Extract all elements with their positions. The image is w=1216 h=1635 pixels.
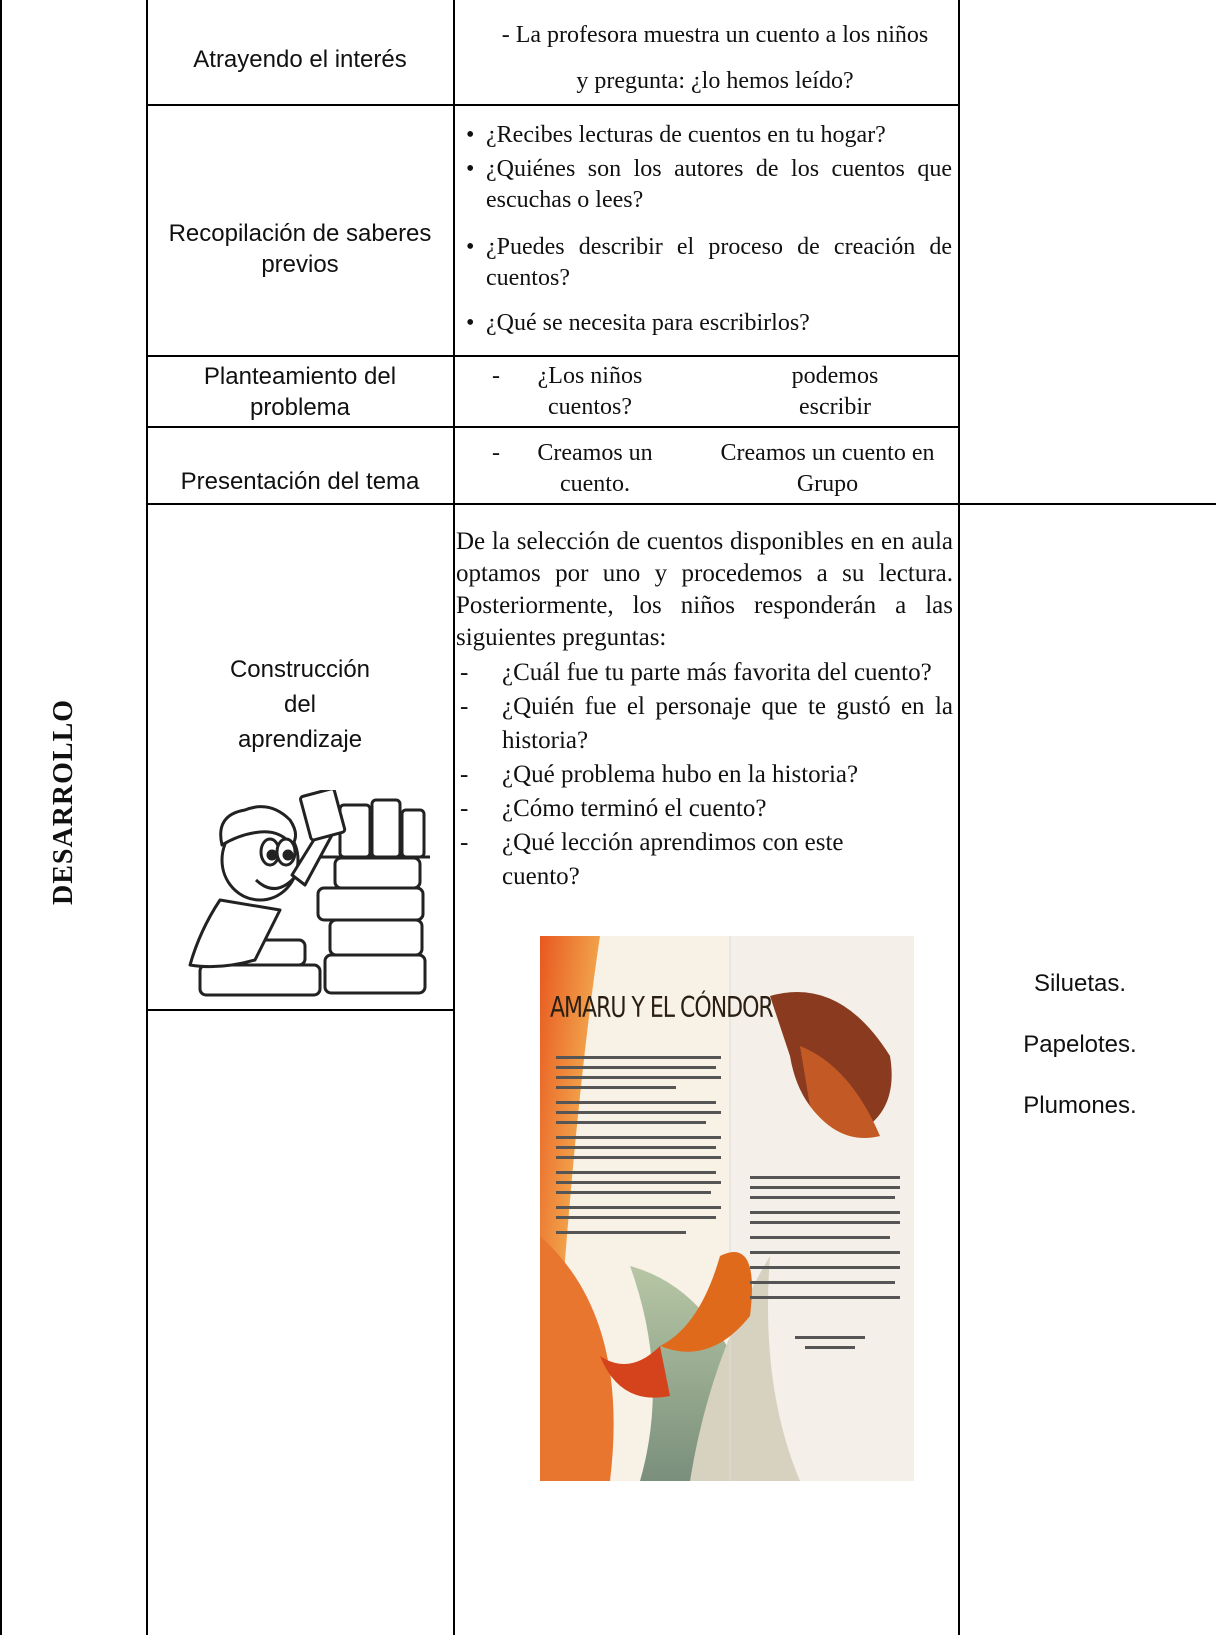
stage-label-line: del (283, 691, 317, 718)
dash-mark: - (492, 440, 500, 466)
list-item: ¿Recibes lecturas de cuentos en tu hogar… (466, 120, 952, 151)
list-item: ¿Puedes describir el proceso de creación… (466, 232, 952, 294)
list-item: ¿Quién fue el personaje que te gustó en … (458, 690, 953, 758)
material-item: Siluetas. (1033, 970, 1127, 997)
stage-label: Recopilación de saberes previos (168, 220, 432, 278)
row-divider (146, 355, 958, 357)
stage-label-line: Construcción (229, 656, 371, 683)
list-item: ¿Cómo terminó el cuento? (458, 792, 953, 826)
list-item: ¿Cuál fue tu parte más favorita del cuen… (458, 656, 953, 690)
list-item: ¿Qué se necesita para escribirlos? (466, 308, 952, 339)
stage-label: Presentación del tema (180, 468, 420, 495)
list-item: ¿Quiénes son los autores de los cuentos … (466, 154, 952, 216)
storybook-image: AMARU Y EL CÓNDOR (540, 936, 914, 1481)
construction-intro: De la selección de cuentos disponibles e… (456, 528, 953, 651)
col-divider-3 (958, 0, 960, 1635)
activity-part-a: ¿Los niños cuentos? (537, 363, 643, 420)
col-divider-2 (453, 0, 455, 1635)
col-divider-1 (146, 0, 148, 1635)
material-item: Plumones. (1023, 1092, 1137, 1119)
row-divider-inner (146, 1009, 453, 1011)
material-item: Papelotes. (1023, 1031, 1137, 1058)
stage-label-line: aprendizaje (237, 726, 363, 753)
reflection-questions: ¿Cuál fue tu parte más favorita del cuen… (458, 656, 953, 894)
list-item: ¿Qué lección aprendimos con este cuento? (458, 826, 953, 894)
row-divider (146, 104, 958, 106)
activity-text: - La profesora muestra un cuento a los n… (501, 22, 929, 94)
stage-label: Planteamiento del problema (203, 363, 397, 421)
activity-part-a: Creamos un cuento. (537, 440, 653, 497)
book-title: AMARU Y EL CÓNDOR (550, 992, 774, 1025)
table-border-left (0, 0, 2, 1635)
boy-with-books-illustration (188, 790, 430, 997)
question-list: ¿Recibes lecturas de cuentos en tu hogar… (466, 120, 952, 339)
list-item: ¿Qué problema hubo en la historia? (458, 758, 953, 792)
row-divider (146, 503, 1216, 505)
stage-label: Atrayendo el interés (193, 46, 407, 73)
activity-part-b: Creamos un cuento en Grupo (720, 440, 935, 497)
row-divider (146, 426, 958, 428)
dash-mark: - (492, 363, 500, 389)
activity-part-b: podemos escribir (791, 363, 879, 420)
section-label: DESARROLLO (48, 698, 79, 905)
